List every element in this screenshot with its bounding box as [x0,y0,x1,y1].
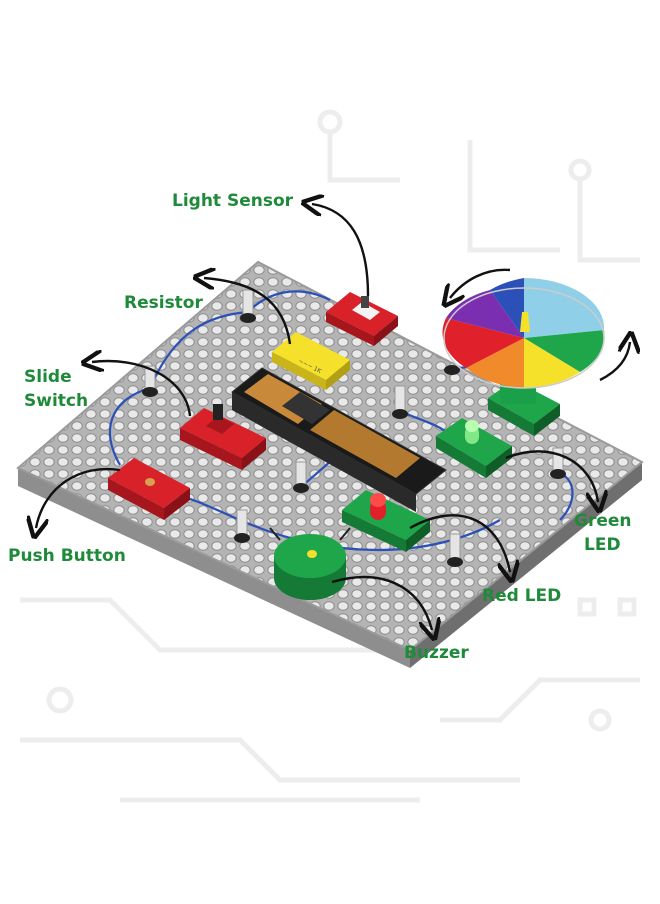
arrow-resistor [204,278,292,345]
slide-switch-module [180,404,266,470]
arrow-red-led [409,514,510,572]
snap-posts [142,289,566,567]
label-resistor: Resistor [124,293,203,313]
arrow-push-button [36,467,121,528]
arrow-wheel-cw [599,342,630,382]
label-buzzer: Buzzer [404,643,469,663]
callout-arrows [36,204,630,630]
label-push-button: Push Button [8,546,126,566]
green-led-module [436,418,512,478]
color-wheel [442,277,605,389]
label-slide-switch-line1: Slide [24,367,72,387]
label-slide-switch-line2: Switch [24,391,89,411]
motor-color-wheel [442,277,605,436]
resistor-module: ~~~ 1K [272,332,350,390]
buzzer-module [269,527,351,600]
arrow-slide-switch [92,361,192,417]
arrow-green-led [505,450,598,502]
background-circuit-traces [20,109,640,803]
arrow-wheel-ccw [450,268,511,298]
battery-pack [231,367,447,512]
label-light-sensor: Light Sensor [172,191,294,211]
label-green-led-line2: LED [584,535,621,555]
arrow-buzzer [331,575,432,630]
arrow-light-sensor [312,204,370,297]
red-led-module [342,490,430,552]
light-sensor-module [326,292,398,346]
push-button-module [108,458,190,520]
label-green-led-line1: Green [574,511,632,531]
label-red-led: Red LED [482,586,562,606]
